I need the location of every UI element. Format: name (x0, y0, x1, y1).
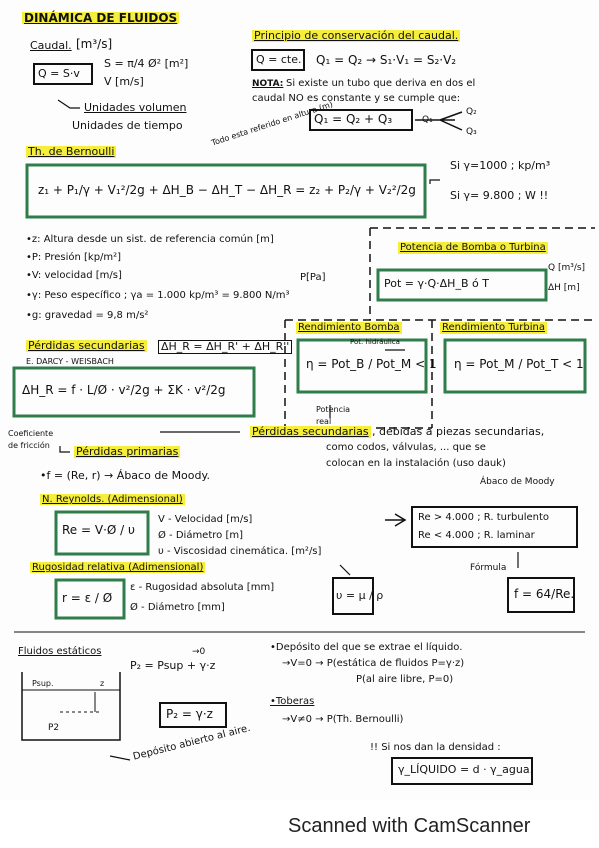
rendimiento-bomba-heading: Rendimiento Bomba (296, 322, 402, 334)
nota-line2: caudal NO es constante y se cumple que: (252, 93, 461, 104)
tank-p2: P2 (48, 723, 60, 733)
q3-label: Q₃ (466, 127, 477, 137)
perdidas-sec-desc1: , debidas a piezas secundarias, (372, 425, 545, 438)
rugosidad-e: ε - Rugosidad absoluta [mm] (130, 582, 275, 593)
darcy-label: E. DARCY - WEISBACH (26, 357, 114, 366)
scanner-footer: Scanned with CamScanner (0, 800, 599, 848)
page-title: DINÁMICA DE FLUIDOS (22, 11, 180, 25)
q1-label: Q₁ (422, 115, 433, 125)
caudal-s-def: S = π/4 Ø² [m²] (104, 57, 189, 70)
bernoulli-heading: Th. de Bernoulli (26, 145, 117, 158)
bernoulli-side-w: Si γ= 9.800 ; W !! (450, 189, 549, 202)
perdidas-heading: Pérdidas secundarias (26, 339, 147, 352)
conservacion-heading: Principio de conservación del caudal. (252, 29, 461, 42)
reynolds-nu: υ - Viscosidad cinemática. [m²/s] (158, 546, 322, 557)
bernoulli-box (25, 163, 427, 219)
potencia-heading: Potencia de Bomba o Turbina (398, 242, 548, 254)
rugosidad-heading: Rugosidad relativa (Adimensional) (30, 562, 206, 574)
rendimiento-bomba-real: Potencia real (316, 405, 351, 426)
potencia-formula: Pot = γ·Q·ΔH_B ó T (384, 277, 489, 290)
estaticos-eq1-annot: →0 (192, 647, 206, 657)
caudal-label: Caudal. (30, 39, 72, 52)
coef-friccion: Coeficiente de fricción (8, 429, 54, 450)
conservacion-eq: Q₁ = Q₂ → S₁·V₁ = S₂·V₂ (316, 53, 457, 67)
formula-label: Fórmula (470, 563, 507, 573)
tank-z: z (100, 679, 105, 688)
tank-psup: Psup. (32, 679, 54, 688)
bernoulli-equation: z₁ + P₁/γ + V₁²/2g + ΔH_B − ΔH_T − ΔH_R … (38, 183, 416, 197)
estaticos-eq1: P₂ = Psup + γ·z (130, 659, 216, 672)
reynolds-d: Ø - Diámetro [m] (158, 530, 243, 541)
deposito-line2: P(al aire libre, P=0) (356, 674, 454, 685)
moody-label: Ábaco de Moody (480, 477, 555, 487)
perdidas-secundarias-label: Pérdidas secundarias (250, 425, 371, 438)
toberas-heading: •Toberas (270, 696, 315, 707)
reynolds-turbulento: Re > 4.000 ; R. turbulento (418, 512, 550, 523)
def-v: •V: velocidad [m/s] (26, 270, 122, 281)
nota-label: NOTA: (252, 79, 284, 89)
def-g: •g: gravedad = 9,8 m/s² (26, 310, 149, 321)
rugosidad-heading-text: Rugosidad relativa (Adimensional) (30, 562, 206, 573)
potencia-units-q: Q [m³/s] (548, 263, 586, 273)
footer-text: Scanned with CamScanner (288, 815, 531, 837)
densidad-eq: γ_LÍQUIDO = d · γ_agua. (398, 763, 534, 776)
def-gamma: •γ: Peso específico ; γa = 1.000 kp/m³ =… (26, 290, 290, 301)
reynolds-laminar: Re < 4.000 ; R. laminar (418, 530, 535, 541)
page-drawings (12, 49, 595, 785)
rendimiento-turbina-formula: η = Pot_M / Pot_T < 1 (454, 357, 584, 371)
nu-formula: υ = μ / ρ (336, 589, 384, 602)
caudal-formula: Q = S·v (38, 67, 80, 80)
estaticos-heading: Fluidos estáticos (18, 646, 102, 657)
perdidas-sec-desc3: colocan en la instalación (uso dauk) (326, 458, 506, 469)
q2-label: Q₂ (466, 107, 477, 117)
perdidas-eq: ΔH_R = ΔH_R' + ΔH_R'' (158, 340, 293, 354)
perdidas-primarias: Pérdidas primarias (74, 445, 181, 458)
darcy-formula: ΔH_R = f · L/Ø · v²/2g + ΣK · v²/2g (22, 383, 226, 397)
nota-line1: Si existe un tubo que deriva en dos el (286, 78, 476, 89)
rugosidad-d: Ø - Diámetro [mm] (130, 602, 225, 613)
reynolds-v: V - Velocidad [m/s] (158, 514, 253, 525)
perdidas-sec-desc2: como codos, válvulas, ... que se (326, 442, 486, 453)
estaticos-eq2: P₂ = γ·z (166, 707, 213, 721)
f-laminar-formula: f = 64/Re. (514, 587, 575, 601)
deposito-heading: •Depósito del que se extrae el líquido. (270, 642, 463, 653)
caudal-units: [m³/s] (76, 37, 113, 51)
potencia-units-h: ΔH [m] (548, 283, 580, 293)
rendimiento-turbina-heading: Rendimiento Turbina (440, 322, 547, 334)
reynolds-formula: Re = V·Ø / υ (62, 523, 135, 537)
densidad-note: !! Si nos dan la densidad : (370, 742, 501, 753)
f-relation: •f = (Re, r) → Ábaco de Moody. (40, 469, 210, 482)
conservacion-eq2: Q₁ = Q₂ + Q₃ (314, 112, 393, 126)
caudal-note-volume: Unidades volumen (84, 101, 187, 114)
rugosidad-formula: r = ε / Ø (62, 591, 113, 605)
def-z: •z: Altura desde un sist. de referencia … (26, 234, 274, 245)
rendimiento-bomba-annot: Pot. hidráulica (350, 338, 400, 346)
caudal-v-def: V [m/s] (104, 75, 144, 88)
pressure-pa: P[Pa] (300, 272, 326, 283)
scanned-page: DINÁMICA DE FLUIDOS Caudal. [m³/s] Q = S… (8, 11, 595, 785)
caudal-note-time: Unidades de tiempo (72, 119, 183, 132)
toberas-line1: →V≠0 → P(Th. Bernoulli) (282, 714, 404, 725)
reynolds-heading-text: N. Reynolds. (Adimensional) (40, 494, 185, 505)
reynolds-heading: N. Reynolds. (Adimensional) (40, 494, 185, 506)
bernoulli-side-kp: Si γ=1000 ; kp/m³ (450, 159, 551, 172)
conservacion-eq-box: Q = cte. (256, 53, 302, 66)
deposito-line1: →V=0 → P(estática de fluidos P=γ·z) (282, 658, 465, 669)
rendimiento-bomba-formula: η = Pot_B / Pot_M < 1 (306, 357, 437, 371)
def-p: •P: Presión [kp/m²] (26, 252, 122, 263)
